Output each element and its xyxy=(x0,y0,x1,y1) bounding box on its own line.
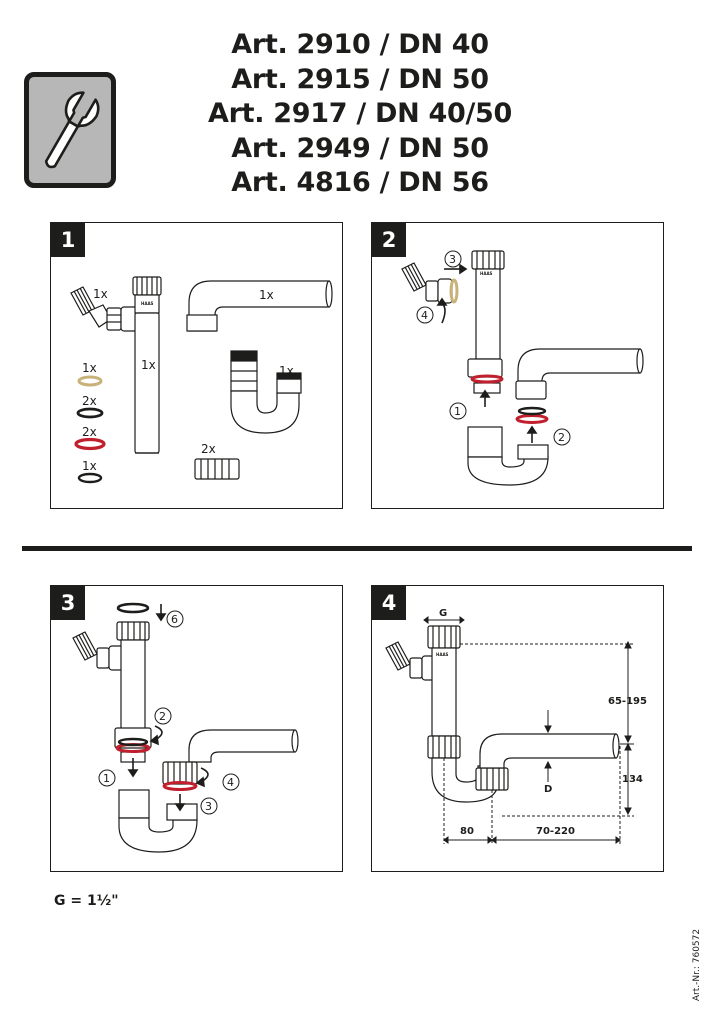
red-seal xyxy=(515,414,549,424)
black-seal xyxy=(117,737,149,747)
qty-hose-connector: 1x xyxy=(93,287,108,301)
dim-length-label: 70-220 xyxy=(536,826,575,837)
black-seal xyxy=(116,602,150,614)
red-seal xyxy=(470,374,504,384)
qty-black-ring-small: 1x xyxy=(82,459,97,473)
qty-red-seal: 2x xyxy=(82,425,97,439)
title-line-2: Art. 2915 / DN 50 xyxy=(231,63,489,95)
dimension-drawing: HAAS G 65-195 D 134 80 70-220 xyxy=(385,608,647,844)
assembly-step-2-illustration: HAAS 3 4 1 2 xyxy=(401,250,644,486)
wrench-icon xyxy=(44,91,100,169)
beige-seal xyxy=(77,375,103,387)
title-block: Art. 2910 / DN 40 Art. 2915 / DN 50 Art.… xyxy=(200,28,520,201)
black-ring-small xyxy=(77,472,103,484)
panel-number: 3 xyxy=(51,586,85,620)
tool-badge xyxy=(24,72,116,188)
qty-beige-seal: 1x xyxy=(82,361,97,375)
beige-seal xyxy=(449,278,459,304)
step-num-2: 2 xyxy=(558,431,565,444)
elbow-pipe xyxy=(186,280,333,332)
brand-text: HAAS xyxy=(141,301,154,306)
dim-height-label: 65-195 xyxy=(608,696,647,707)
qty-elbow-pipe: 1x xyxy=(259,288,274,302)
dim-thread-label: G xyxy=(439,608,447,619)
step-num-3: 3 xyxy=(205,800,212,813)
step-panel-1: 1 HAAS xyxy=(50,222,343,509)
panel-number: 2 xyxy=(372,223,406,257)
title-line-4: Art. 2949 / DN 50 xyxy=(231,132,489,164)
panel-number: 1 xyxy=(51,223,85,257)
black-seal xyxy=(517,406,547,416)
black-seal xyxy=(76,407,104,419)
red-seal xyxy=(74,437,106,451)
u-bend xyxy=(230,350,302,434)
step-panel-4: 4 HAAS xyxy=(371,585,664,872)
red-seal xyxy=(162,781,198,791)
article-number: Art.-Nr.: 760572 xyxy=(692,928,702,1002)
dip-tube xyxy=(132,276,162,454)
assembly-step-3-illustration: 6 2 1 3 4 xyxy=(72,602,299,853)
parts-overview-illustration: HAAS xyxy=(70,276,333,484)
qty-dip-tube: 1x xyxy=(141,358,156,372)
step-num-3: 3 xyxy=(449,253,456,266)
dim-offset-label: 80 xyxy=(460,826,474,837)
step-panel-3: 3 xyxy=(50,585,343,872)
step-num-1: 1 xyxy=(103,772,110,785)
title-line-1: Art. 2910 / DN 40 xyxy=(231,29,489,60)
union-nut xyxy=(194,458,240,480)
step-num-6: 6 xyxy=(171,613,178,626)
brand-text: HAAS xyxy=(436,652,449,657)
step-num-4: 4 xyxy=(421,309,428,322)
thread-note: G = 1½" xyxy=(54,893,119,909)
brand-text: HAAS xyxy=(480,271,493,276)
title-line-3: Art. 2917 / DN 40/50 xyxy=(208,98,512,129)
dim-diameter-label: D xyxy=(544,784,552,795)
qty-black-seal: 2x xyxy=(82,394,97,408)
section-divider xyxy=(22,546,692,551)
step-num-4: 4 xyxy=(227,776,234,789)
step-panel-2: 2 HAAS xyxy=(371,222,664,509)
panel-number: 4 xyxy=(372,586,406,620)
dim-depth-label: 134 xyxy=(622,774,643,785)
qty-union-nuts: 2x xyxy=(201,442,216,456)
qty-u-bend: 1x xyxy=(279,364,294,378)
step-num-1: 1 xyxy=(454,405,461,418)
step-num-2: 2 xyxy=(159,710,166,723)
title-line-5: Art. 4816 / DN 56 xyxy=(231,167,489,198)
